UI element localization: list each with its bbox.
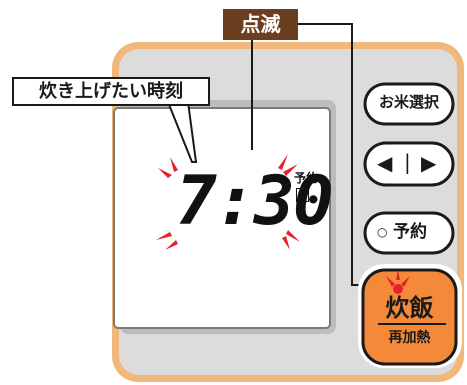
blink-indicator-icon xyxy=(156,154,300,250)
cook-button-shape[interactable] xyxy=(361,268,458,366)
cook-button-label[interactable]: 炊飯 xyxy=(385,294,434,322)
blink-callout: 点滅 xyxy=(223,9,298,40)
left-arrow-icon[interactable]: ◀ xyxy=(377,151,393,175)
reheat-button-label[interactable]: 再加熱 xyxy=(388,330,431,346)
right-arrow-icon[interactable]: ▶ xyxy=(421,151,437,175)
rice-select-button[interactable]: お米選択 xyxy=(378,93,439,111)
lcd-display xyxy=(113,107,331,329)
reserve-button-label: 予約 xyxy=(393,222,427,242)
time-callout-label: 炊き上げたい時刻 xyxy=(39,81,183,102)
arrow-separator: | xyxy=(404,150,411,174)
lcd-reserve-number: 1 xyxy=(296,188,309,202)
blink-callout-label: 点滅 xyxy=(240,12,281,36)
time-callout: 炊き上げたい時刻 xyxy=(12,77,210,106)
reserve-dot-icon: ○ xyxy=(377,225,388,239)
rice-select-button-shape[interactable] xyxy=(363,82,455,126)
cook-indicator-icon xyxy=(386,270,410,294)
time-adjust-button-shape[interactable] xyxy=(363,141,455,187)
lcd-reserve-label: 予約 xyxy=(294,171,319,185)
reserve-button-shape[interactable] xyxy=(363,211,455,255)
time-adjust-button[interactable]: ◀ | ▶ xyxy=(365,143,453,185)
reserve-button[interactable]: ○ 予約 xyxy=(365,213,453,253)
